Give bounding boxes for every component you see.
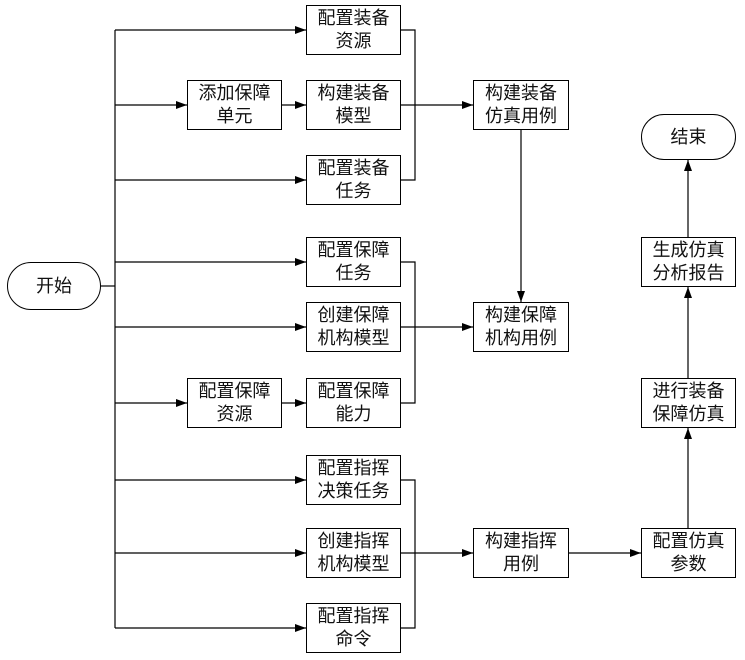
node-add-support-unit-line-1: 添加保障 <box>198 83 271 104</box>
bracket-command-group <box>401 479 416 629</box>
node-configure-support-capability-line-2: 能力 <box>335 404 372 425</box>
node-configure-command-orders: 配置指挥 命令 <box>306 603 401 653</box>
node-run-equipment-support-sim-line-1: 进行装备 <box>652 381 725 402</box>
node-generate-sim-report-line-2: 分析报告 <box>652 263 725 284</box>
node-build-equipment-sim-case: 构建装备 仿真用例 <box>473 80 569 130</box>
node-configure-command-orders-line-2: 命令 <box>335 629 372 650</box>
node-configure-support-resources-line-1: 配置保障 <box>198 381 271 402</box>
start-label: 开始 <box>36 275 72 297</box>
node-configure-sim-params-line-1: 配置仿真 <box>652 531 725 552</box>
node-configure-command-decision-tasks: 配置指挥 决策任务 <box>306 455 401 505</box>
node-run-equipment-support-sim: 进行装备 保障仿真 <box>641 378 736 428</box>
node-create-command-org-model: 创建指挥 机构模型 <box>306 528 401 578</box>
node-configure-support-tasks-line-2: 任务 <box>335 263 372 284</box>
end-label: 结束 <box>670 126 707 148</box>
node-configure-equipment-tasks: 配置装备 任务 <box>306 155 401 205</box>
node-configure-sim-params: 配置仿真 参数 <box>641 528 736 578</box>
node-configure-equipment-tasks-line-2: 任务 <box>335 181 372 202</box>
node-build-equipment-model-line-2: 模型 <box>335 106 372 127</box>
node-create-command-org-model-line-2: 机构模型 <box>317 554 390 575</box>
node-configure-sim-params-line-2: 参数 <box>670 554 707 575</box>
node-configure-support-tasks-line-1: 配置保障 <box>317 240 390 261</box>
node-build-equipment-sim-case-line-2: 仿真用例 <box>485 106 557 127</box>
node-add-support-unit-line-2: 单元 <box>216 106 253 127</box>
node-configure-support-capability: 配置保障 能力 <box>306 378 401 428</box>
node-configure-equipment-resources-line-1: 配置装备 <box>317 8 390 29</box>
node-create-command-org-model-line-1: 创建指挥 <box>317 531 390 552</box>
node-configure-support-tasks: 配置保障 任务 <box>306 237 401 287</box>
node-build-equipment-sim-case-line-1: 构建装备 <box>485 83 557 104</box>
node-configure-support-resources: 配置保障 资源 <box>187 378 282 428</box>
node-build-support-org-case: 构建保障 机构用例 <box>473 302 569 352</box>
node-build-command-case-line-1: 构建指挥 <box>485 531 557 552</box>
bracket-support-group <box>401 261 416 404</box>
node-configure-support-resources-line-2: 资源 <box>216 404 253 425</box>
node-generate-sim-report: 生成仿真 分析报告 <box>641 237 736 287</box>
start-terminal: 开始 <box>7 262 101 310</box>
node-add-support-unit: 添加保障 单元 <box>187 80 282 130</box>
node-create-support-org-model-line-1: 创建保障 <box>317 305 390 326</box>
node-build-equipment-model: 构建装备 模型 <box>306 80 401 130</box>
node-configure-command-decision-tasks-line-2: 决策任务 <box>317 481 390 502</box>
node-create-support-org-model-line-2: 机构模型 <box>317 328 390 349</box>
node-configure-equipment-resources-line-2: 资源 <box>335 31 372 52</box>
node-configure-equipment-tasks-line-1: 配置装备 <box>317 158 390 179</box>
node-build-support-org-case-line-1: 构建保障 <box>485 305 557 326</box>
node-build-support-org-case-line-2: 机构用例 <box>485 328 557 349</box>
node-run-equipment-support-sim-line-2: 保障仿真 <box>652 404 725 425</box>
node-configure-command-decision-tasks-line-1: 配置指挥 <box>317 458 390 479</box>
node-build-command-case: 构建指挥 用例 <box>473 528 569 578</box>
node-configure-equipment-resources: 配置装备 资源 <box>306 5 401 55</box>
node-generate-sim-report-line-1: 生成仿真 <box>652 240 725 261</box>
end-terminal: 结束 <box>641 114 736 160</box>
node-build-command-case-line-2: 用例 <box>503 554 539 575</box>
node-configure-command-orders-line-1: 配置指挥 <box>317 606 390 627</box>
node-create-support-org-model: 创建保障 机构模型 <box>306 302 401 352</box>
node-build-equipment-model-line-1: 构建装备 <box>317 83 390 104</box>
node-configure-support-capability-line-1: 配置保障 <box>317 381 390 402</box>
